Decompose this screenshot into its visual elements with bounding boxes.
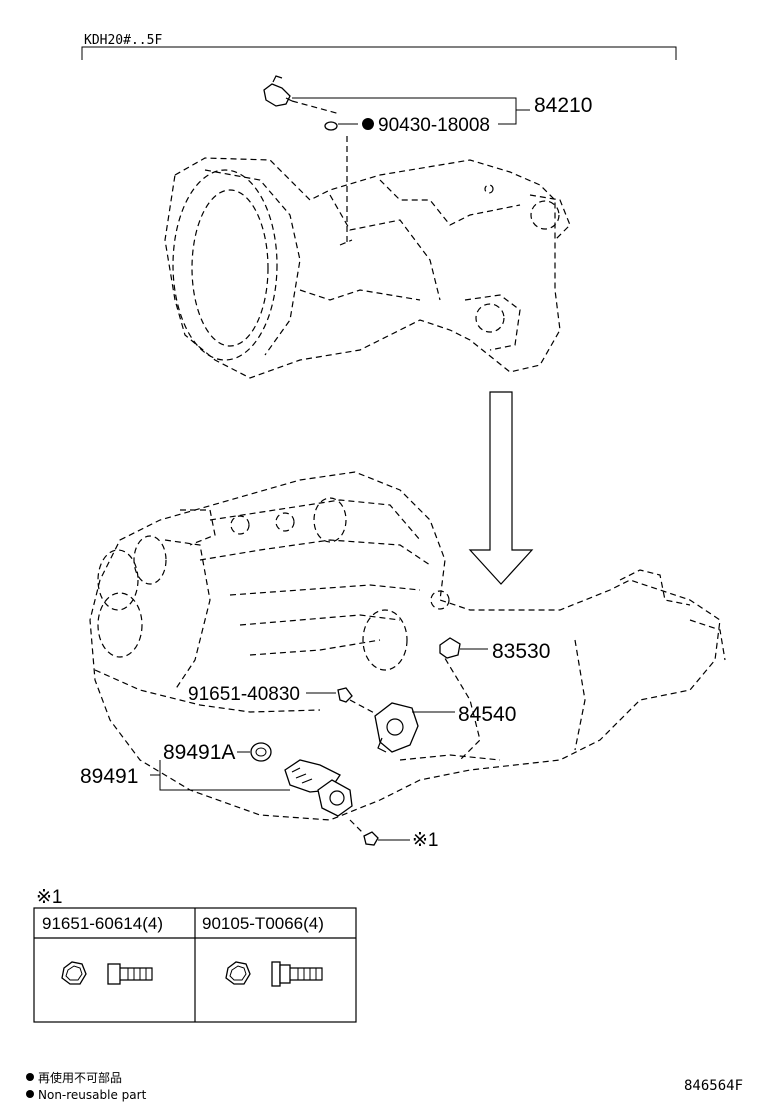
- seal-89491A-part: [250, 742, 272, 762]
- assembly-arrow: [468, 391, 534, 585]
- header-bracket: [81, 46, 677, 60]
- label-91651-40830: 91651-40830: [188, 684, 300, 705]
- label-84540: 84540: [458, 703, 516, 726]
- table-ref-mark: ※1: [36, 887, 63, 908]
- install-line-ref-bolt: [349, 819, 365, 835]
- model-code: KDH20#..5F: [84, 33, 162, 48]
- bracket-89491: [150, 760, 290, 791]
- leader-84210-switch: [291, 100, 341, 115]
- legend-english: Non-reusable part: [38, 1088, 147, 1102]
- legend-bullet-1: [26, 1073, 34, 1081]
- legend-bullet-2: [26, 1090, 34, 1098]
- label-89491A: 89491A: [163, 741, 235, 764]
- transmission-drawing: [164, 157, 571, 379]
- label-83530: 83530: [492, 640, 550, 663]
- seal-89491A-inner: [255, 747, 267, 757]
- switch-83530-part: [439, 637, 461, 659]
- bolt-table: [33, 907, 357, 1023]
- sensor-84540-part: [374, 702, 419, 753]
- non-reusable-marker: [362, 118, 374, 130]
- gasket-90430-part: [324, 121, 338, 131]
- bolt-90105-T0066-icon: [225, 961, 323, 987]
- label-ref-1: ※1: [412, 830, 439, 851]
- label-90430-18008: 90430-18008: [378, 115, 490, 136]
- bolt-ref-1-part: [363, 831, 379, 846]
- diagram-id: 846564F: [684, 1078, 743, 1094]
- install-line-bolt: [349, 699, 379, 716]
- switch-84210-part: [263, 75, 293, 107]
- bolt-91651-40830-part: [337, 687, 353, 703]
- label-89491: 89491: [80, 765, 138, 788]
- table-col1-header: 91651-60614(4): [42, 914, 163, 933]
- bracket-84210: [292, 97, 530, 125]
- label-84210: 84210: [534, 94, 592, 117]
- engine-drawing: [89, 471, 726, 821]
- bolt-91651-60614-icon: [61, 961, 153, 985]
- sensor-89491-part: [284, 759, 353, 817]
- table-col2-header: 90105-T0066(4): [202, 914, 324, 933]
- legend-japanese: 再使用不可部品: [38, 1070, 122, 1085]
